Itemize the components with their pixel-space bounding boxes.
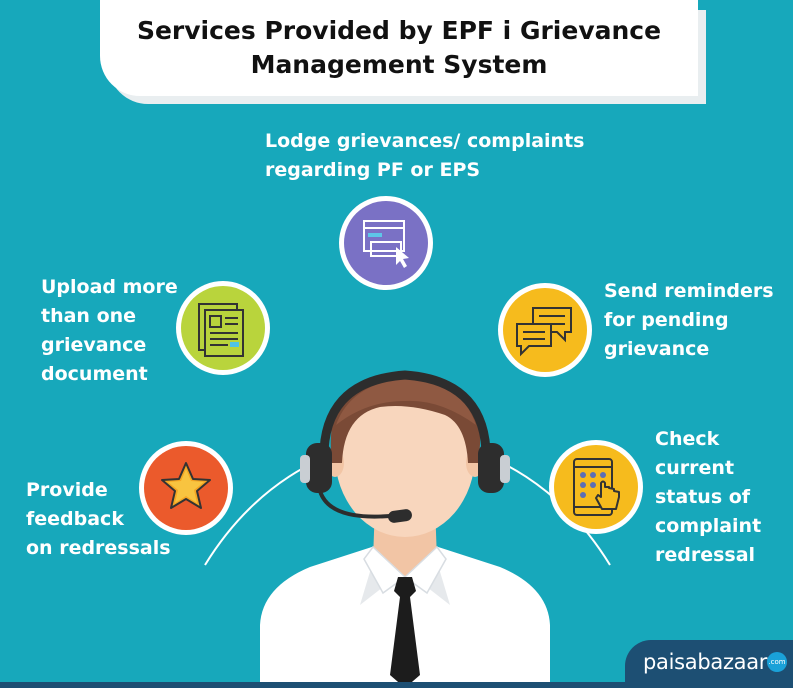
brand-logo: paisabazaar .com [625, 640, 793, 688]
service-label-reminders: Send reminders for pending grievance [604, 280, 774, 360]
service-label-status: Check current status of complaint redres… [655, 428, 762, 566]
chat-bubbles-icon [498, 283, 592, 377]
page-title: Services Provided by EPF i Grievance Man… [100, 14, 698, 82]
form-cursor-icon [339, 196, 433, 290]
brand-suffix-badge: .com [767, 652, 787, 672]
documents-icon [176, 281, 270, 375]
service-label-feedback: Provide feedback on redressals [26, 479, 171, 559]
service-label-lodge: Lodge grievances/ complaints regarding P… [265, 130, 585, 181]
service-label-upload: Upload more than one grievance document [41, 276, 178, 385]
title-box: Services Provided by EPF i Grievance Man… [100, 0, 698, 96]
brand-name: paisabazaar [643, 650, 768, 674]
bottom-bar [0, 682, 793, 688]
tablet-touch-icon [549, 440, 643, 534]
title-line-1: Services Provided by EPF i Grievance [136, 16, 662, 45]
star-icon [139, 441, 233, 535]
title-line-2: Management System [250, 50, 548, 79]
support-agent-headset-icon [260, 370, 550, 688]
